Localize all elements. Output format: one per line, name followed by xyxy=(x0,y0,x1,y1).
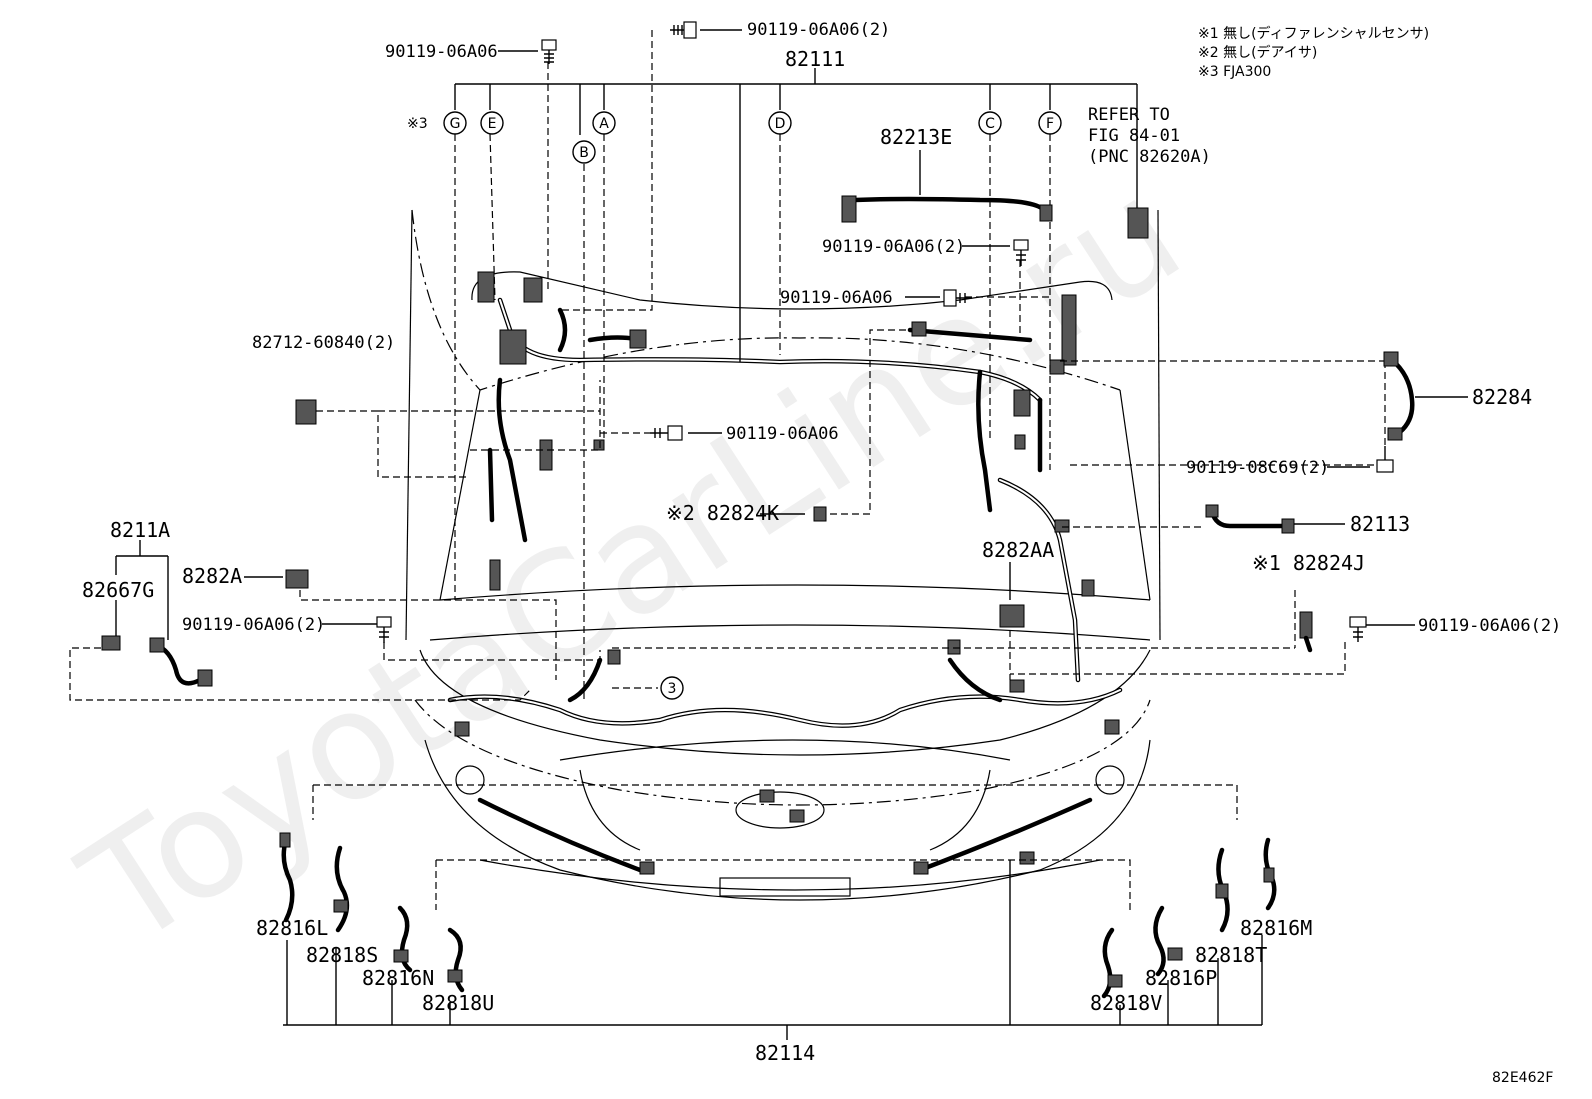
label-8282AA[interactable]: 8282AA xyxy=(982,538,1054,562)
sensor-82824K-icon xyxy=(813,506,827,522)
callout-C: C xyxy=(985,116,995,132)
note-3: ※3 FJA300 xyxy=(1198,64,1271,80)
sensor-harness-82818S-icon xyxy=(333,845,350,933)
callout-E: E xyxy=(488,116,497,132)
connector-icon xyxy=(1127,207,1149,239)
callout-circle xyxy=(592,111,616,135)
label-bolt-mid-right-1[interactable]: 90119-06A06(2) xyxy=(822,237,965,257)
label-82667G[interactable]: 82667G xyxy=(82,578,154,602)
refer-block: REFER TO FIG 84-01 (PNC 82620A) xyxy=(1088,105,1211,167)
figure-code: 82E462F xyxy=(1492,1070,1553,1086)
callout-circle xyxy=(978,111,1002,135)
bolt-icon xyxy=(650,425,683,441)
label-82818V[interactable]: 82818V xyxy=(1090,991,1162,1015)
sensor-82824J-icon xyxy=(1299,611,1313,653)
callout-F: F xyxy=(1046,116,1054,132)
bolt-icon xyxy=(670,21,697,39)
callout-circle xyxy=(768,111,792,135)
part-labels: 82111 90119-06A06 90119-06A06(2) 82213E … xyxy=(82,20,1561,1065)
label-bolt-center[interactable]: 90119-06A06 xyxy=(726,424,839,444)
label-82712[interactable]: 82712-60840(2) xyxy=(252,333,395,353)
sensor-harness-82816P-icon xyxy=(1153,905,1183,977)
callout-circle xyxy=(660,676,684,700)
leader-lines xyxy=(69,29,1468,1040)
connector-82667G-icon xyxy=(101,635,121,651)
callout-circle xyxy=(443,111,467,135)
callout-circle xyxy=(1038,111,1062,135)
label-bolt-08c69[interactable]: 90119-08C69(2) xyxy=(1186,458,1329,478)
sensor-harness-82816L-icon xyxy=(279,832,295,923)
label-82816L[interactable]: 82816L xyxy=(256,916,328,940)
harness-8211A-icon xyxy=(149,637,213,687)
callout-A: A xyxy=(599,116,609,132)
label-82213E[interactable]: 82213E xyxy=(880,125,952,149)
callout-circle xyxy=(572,140,596,164)
sensor-harness-82818V-icon xyxy=(1101,927,1123,999)
bolt-icon xyxy=(376,616,392,643)
refer-line-1: REFER TO xyxy=(1088,105,1170,125)
label-82816M[interactable]: 82816M xyxy=(1240,916,1312,940)
label-bolt-right-low[interactable]: 90119-06A06(2) xyxy=(1418,616,1561,636)
bolt-icon xyxy=(943,289,972,307)
clamp-8282AA-icon xyxy=(999,604,1025,628)
part-icons xyxy=(101,21,1415,999)
note-marker-3: ※3 xyxy=(407,116,428,132)
label-bolt-top-center[interactable]: 90119-06A06(2) xyxy=(747,20,890,40)
refer-line-2: FIG 84-01 xyxy=(1088,126,1180,146)
label-82113[interactable]: 82113 xyxy=(1350,512,1410,536)
clip-82712-icon xyxy=(295,399,317,425)
bolt-icon xyxy=(541,39,557,64)
callout-B: B xyxy=(579,145,589,161)
label-82816N[interactable]: 82816N xyxy=(362,966,434,990)
label-bolt-top-left[interactable]: 90119-06A06 xyxy=(385,42,498,62)
clamp-8282A-icon xyxy=(285,569,309,589)
label-82818U[interactable]: 82818U xyxy=(422,991,494,1015)
harness-82213E-icon xyxy=(841,195,1053,223)
harness-82284-icon xyxy=(1383,351,1415,441)
notes-block: ※1 無し(ディファレンシャルセンサ) ※2 無し(デアイサ) ※3 FJA30… xyxy=(1198,25,1429,80)
label-82818T[interactable]: 82818T xyxy=(1195,943,1267,967)
callout-D: D xyxy=(775,116,786,132)
refer-line-3: (PNC 82620A) xyxy=(1088,147,1211,167)
label-82824K[interactable]: ※2 82824K xyxy=(666,501,779,525)
bolt-icon xyxy=(1376,446,1394,473)
label-bolt-mid-right-2[interactable]: 90119-06A06 xyxy=(780,288,893,308)
label-8282A[interactable]: 8282A xyxy=(182,564,242,588)
label-82284[interactable]: 82284 xyxy=(1472,385,1532,409)
label-82824J[interactable]: ※1 82824J xyxy=(1252,551,1365,575)
note-1: ※1 無し(ディファレンシャルセンサ) xyxy=(1198,25,1429,42)
callout-G: G xyxy=(450,116,461,132)
label-8211A[interactable]: 8211A xyxy=(110,518,170,542)
label-82111[interactable]: 82111 xyxy=(785,47,845,71)
label-bolt-left-low[interactable]: 90119-06A06(2) xyxy=(182,615,325,635)
sensor-harness-82816M-icon xyxy=(1263,837,1277,911)
callout-3: 3 xyxy=(668,681,677,697)
callout-circle xyxy=(480,111,504,135)
main-wire-harness-82111 xyxy=(447,271,1123,875)
label-82816P[interactable]: 82816P xyxy=(1145,966,1217,990)
circle-callouts: ※3 G E B A D C F 3 xyxy=(407,111,1062,700)
note-2: ※2 無し(デアイサ) xyxy=(1198,44,1317,61)
label-82114[interactable]: 82114 xyxy=(755,1041,815,1065)
bolt-icon xyxy=(1349,616,1367,642)
sensor-harness-82816N-icon xyxy=(393,905,413,973)
sensor-harness-82818T-icon xyxy=(1215,847,1230,933)
sensor-harness-82818U-icon xyxy=(447,927,465,993)
harness-82113-icon xyxy=(1205,504,1295,534)
label-82818S[interactable]: 82818S xyxy=(306,943,378,967)
bolt-icon xyxy=(1013,239,1029,266)
